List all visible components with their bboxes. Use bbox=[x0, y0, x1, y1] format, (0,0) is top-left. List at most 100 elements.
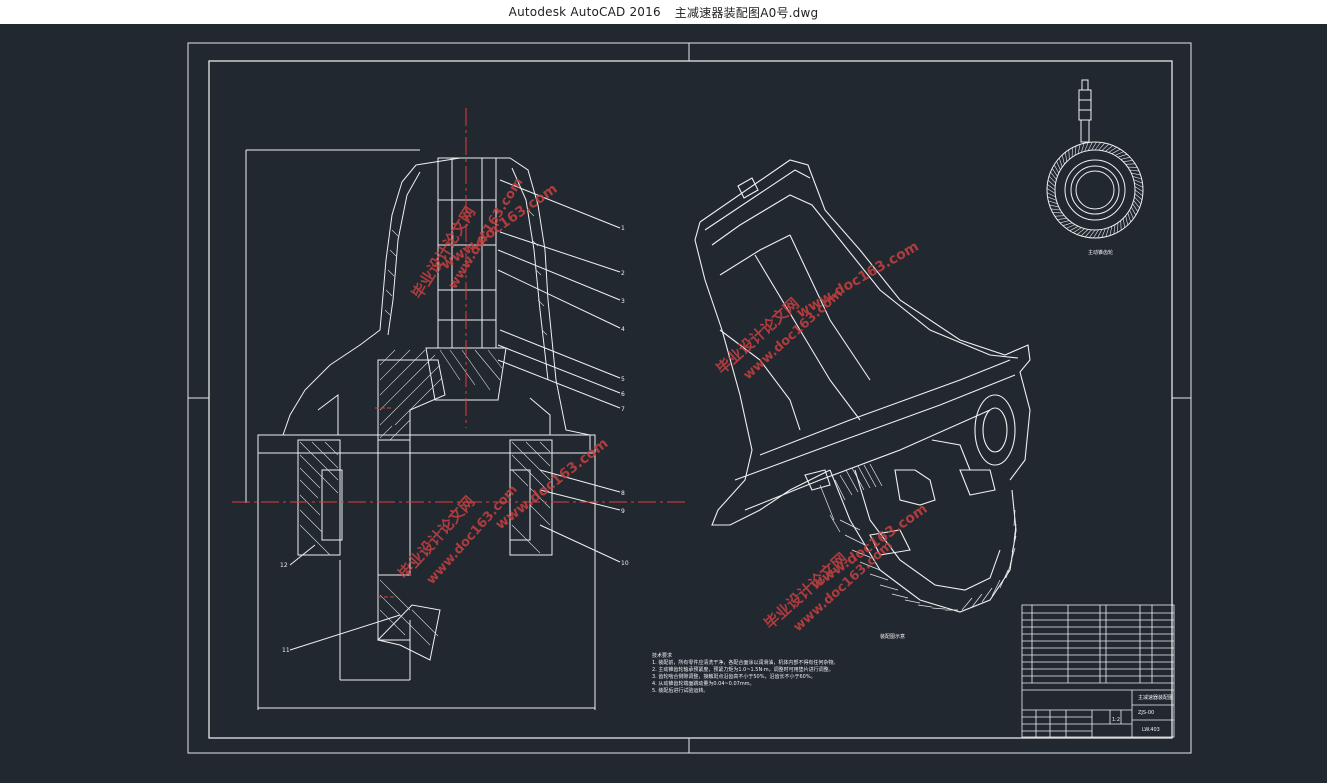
file-name: 主减速器装配图A0号.dwg bbox=[674, 5, 819, 20]
drawing-name: 主减速器装配图 bbox=[1138, 694, 1173, 701]
gear-tooth bbox=[1125, 163, 1136, 165]
gear-tooth bbox=[1129, 209, 1134, 219]
gear-tooth bbox=[1109, 226, 1113, 236]
gear-tooth bbox=[1091, 141, 1097, 151]
gear-tooth bbox=[1105, 227, 1109, 237]
gear-tooth bbox=[1066, 224, 1076, 229]
part-number: 1 bbox=[621, 225, 625, 232]
gear-tooth bbox=[1134, 186, 1144, 192]
part-number: 9 bbox=[621, 508, 625, 515]
gear-tooth bbox=[1051, 168, 1058, 177]
gear-tooth bbox=[1046, 192, 1056, 198]
gear-tooth bbox=[1077, 144, 1081, 154]
gear-tooth bbox=[1134, 189, 1143, 196]
gear-tooth bbox=[1133, 200, 1140, 209]
gear-tooth bbox=[1098, 142, 1106, 151]
gear-tooth bbox=[1131, 206, 1137, 216]
gear-tooth bbox=[1089, 229, 1096, 238]
gear-tooth bbox=[1084, 229, 1092, 238]
gear-tooth bbox=[1129, 169, 1140, 172]
sheet-inner-border bbox=[208, 60, 1173, 739]
drawing-scale: 1:2 bbox=[1112, 717, 1120, 723]
gear-tooth bbox=[1074, 145, 1077, 156]
technical-notes: 技术要求 1. 装配前，所有零件应清洗干净，各配合面涂以润滑油，机体内部不得有任… bbox=[652, 249, 1113, 694]
gear-tooth bbox=[1133, 179, 1143, 184]
pinion-gear-teeth bbox=[1046, 141, 1144, 239]
gear-tooth bbox=[1047, 196, 1057, 201]
gear-tooth bbox=[1134, 182, 1144, 188]
gear-tooth bbox=[1125, 215, 1129, 226]
part-number-labels: 1 2 3 4 5 6 7 8 9 10 11 12 bbox=[280, 225, 629, 654]
gear-tooth bbox=[1061, 154, 1065, 165]
gear-tooth bbox=[1047, 179, 1056, 187]
center-lines bbox=[232, 108, 686, 598]
gear-tooth bbox=[1132, 203, 1139, 212]
gear-tooth bbox=[1123, 218, 1125, 228]
watermark-url: www.doc163.com bbox=[808, 501, 930, 593]
part-number: 11 bbox=[282, 647, 290, 654]
gear-tooth bbox=[1105, 145, 1114, 152]
gear-tooth bbox=[1057, 218, 1067, 220]
school-id: LW.403 bbox=[1142, 727, 1160, 733]
title-block-text: 主减速器装配图 1:2 ZJS-00 LW.403 bbox=[1112, 694, 1173, 733]
section-view bbox=[245, 149, 621, 710]
part-number: 5 bbox=[621, 376, 625, 383]
gear-tooth bbox=[1093, 229, 1099, 239]
note-line: 3. 齿轮啮合侧隙调整，接触斑点沿齿高不小于50%，沿齿长不小于60%。 bbox=[652, 673, 816, 680]
gear-tooth bbox=[1069, 226, 1079, 232]
gear-tooth bbox=[1048, 200, 1058, 204]
gear-tooth bbox=[1046, 188, 1056, 194]
iso-caption: 装配图示意 bbox=[880, 633, 905, 640]
gear-tooth bbox=[1050, 208, 1061, 211]
notes-title: 技术要求 bbox=[652, 652, 672, 659]
gear-tooth bbox=[1120, 156, 1131, 160]
note-line: 2. 主动锥齿轮轴承预紧度，预紧力矩为1.0~1.5N·m，调整时可用垫片进行调… bbox=[652, 666, 834, 673]
gear-tooth bbox=[1059, 157, 1063, 168]
gear-tooth bbox=[1097, 229, 1103, 239]
part-number: 12 bbox=[280, 562, 288, 569]
part-number: 6 bbox=[621, 391, 625, 398]
gear-tooth bbox=[1101, 143, 1110, 151]
gear-tooth bbox=[1114, 151, 1124, 156]
gear-tooth bbox=[1076, 228, 1085, 235]
note-line: 1. 装配前，所有零件应清洗干净，各配合面涂以润滑油，机体内部不得有任何杂物。 bbox=[652, 659, 838, 666]
part-number: 3 bbox=[621, 298, 625, 305]
gear-tooth bbox=[1134, 196, 1142, 205]
gear-tooth bbox=[1059, 220, 1070, 224]
gear-tooth bbox=[1073, 227, 1082, 234]
note-line: 5. 装配后进行试验运转。 bbox=[652, 687, 708, 694]
gear-tooth bbox=[1068, 149, 1070, 160]
part-number: 2 bbox=[621, 270, 625, 277]
part-number: 4 bbox=[621, 326, 625, 333]
gear-tooth bbox=[1050, 171, 1057, 180]
gear-caption: 主动锥齿轮 bbox=[1088, 249, 1113, 256]
part-number: 10 bbox=[621, 560, 629, 567]
gear-tooth bbox=[1134, 193, 1143, 201]
gear-tooth bbox=[1120, 220, 1122, 231]
gear-tooth bbox=[1113, 224, 1116, 235]
gear-tooth bbox=[1065, 152, 1067, 162]
gear-tooth bbox=[1087, 141, 1093, 151]
gear-tooth bbox=[1108, 146, 1117, 153]
gear-tooth bbox=[1081, 143, 1085, 153]
gear-tooth bbox=[1048, 175, 1056, 184]
sheet-number: ZJS-00 bbox=[1138, 710, 1154, 716]
gear-tooth bbox=[1080, 229, 1089, 237]
part-number: 8 bbox=[621, 490, 625, 497]
pinion-gear-view bbox=[1046, 79, 1144, 239]
gear-tooth bbox=[1049, 204, 1059, 208]
title-block bbox=[1021, 604, 1175, 738]
gear-tooth bbox=[1056, 161, 1061, 171]
gear-tooth bbox=[1062, 222, 1073, 226]
gear-tooth bbox=[1054, 215, 1065, 217]
part-number: 7 bbox=[621, 406, 625, 413]
app-title: Autodesk AutoCAD 2016 bbox=[508, 5, 661, 19]
window-title-bar: Autodesk AutoCAD 2016 主减速器装配图A0号.dwg bbox=[0, 0, 1327, 24]
watermarks: 毕业设计论文网 www.doc163.com www.doc163.com 毕业… bbox=[395, 175, 931, 635]
note-line: 4. 从动锥齿轮端面跳动量为0.04~0.07mm。 bbox=[652, 680, 755, 687]
drawing-canvas[interactable]: 1 2 3 4 5 6 7 8 9 10 11 12 bbox=[0, 24, 1327, 783]
iso-gear-teeth bbox=[819, 463, 1017, 611]
cad-drawing: 1 2 3 4 5 6 7 8 9 10 11 12 bbox=[187, 42, 1192, 754]
gear-tooth bbox=[1053, 164, 1059, 174]
gear-tooth bbox=[1084, 142, 1089, 152]
